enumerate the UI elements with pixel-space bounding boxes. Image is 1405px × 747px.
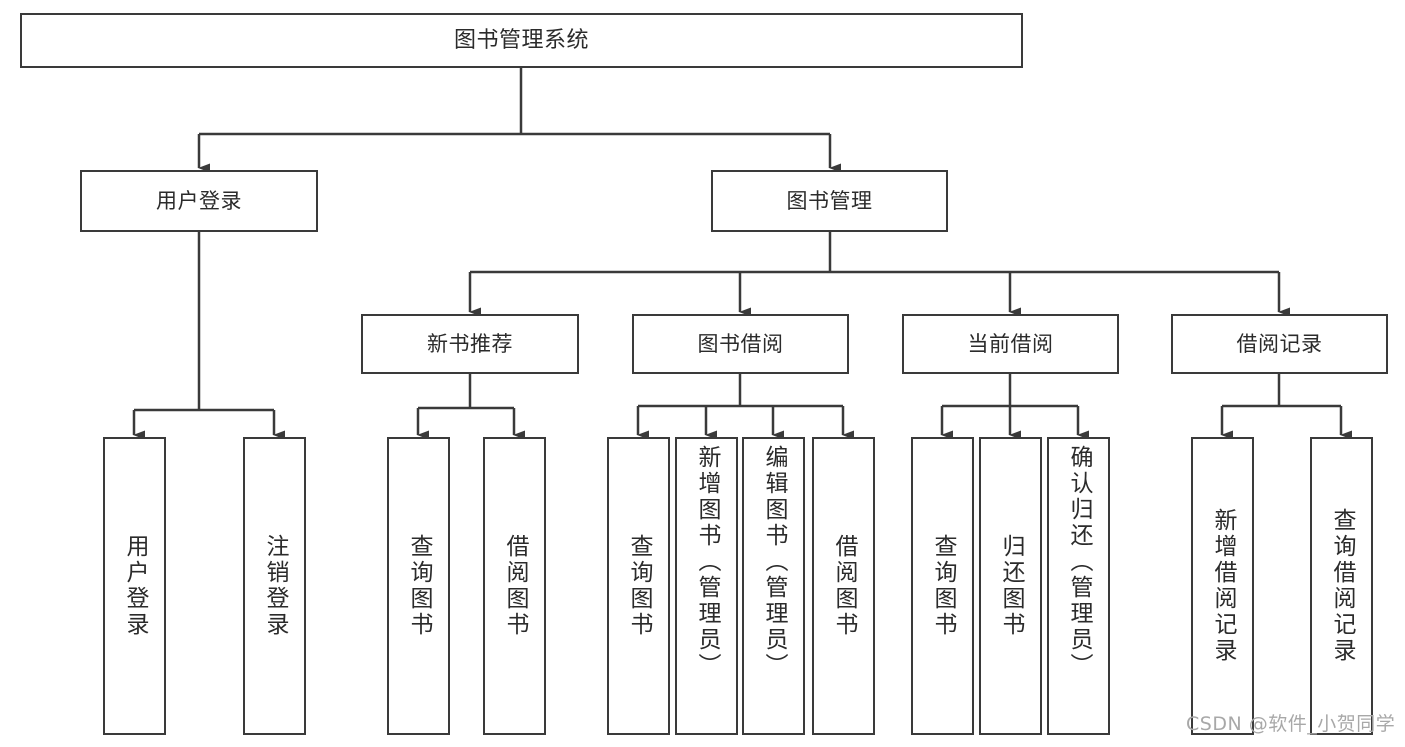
node-root-system[interactable]: 图书管理系统 bbox=[20, 13, 1023, 68]
node-label: 图书借阅 bbox=[697, 331, 784, 356]
node-label: 归还图书 bbox=[998, 534, 1024, 638]
node-label: 注销登录 bbox=[262, 534, 288, 638]
node-label: 图书管理系统 bbox=[453, 27, 589, 53]
node-label: 当前借阅 bbox=[967, 331, 1054, 356]
node-label: 借阅图书 bbox=[831, 534, 857, 638]
node-label: 查询图书 bbox=[406, 534, 432, 638]
leaf-borrow-edit-book-admin[interactable]: 编辑图书（管理员） bbox=[742, 437, 805, 735]
leaf-borrow-borrow-book[interactable]: 借阅图书 bbox=[812, 437, 875, 735]
leaf-borrow-query-book[interactable]: 查询图书 bbox=[607, 437, 670, 735]
node-borrow-record[interactable]: 借阅记录 bbox=[1171, 314, 1388, 374]
node-book-borrow[interactable]: 图书借阅 bbox=[632, 314, 849, 374]
leaf-record-add-record[interactable]: 新增借阅记录 bbox=[1191, 437, 1254, 735]
leaf-current-confirm-return-admin[interactable]: 确认归还（管理员） bbox=[1047, 437, 1110, 735]
node-label: 用户登录 bbox=[156, 188, 242, 213]
node-label: 图书管理 bbox=[786, 188, 873, 213]
node-label: 新书推荐 bbox=[427, 331, 513, 356]
node-label: 查询借阅记录 bbox=[1329, 508, 1355, 664]
node-label: 新增图书（管理员） bbox=[694, 445, 720, 679]
node-label: 借阅记录 bbox=[1236, 331, 1323, 356]
csdn-watermark: CSDN @软件_小贺同学 bbox=[1186, 713, 1396, 735]
leaf-borrow-add-book-admin[interactable]: 新增图书（管理员） bbox=[675, 437, 738, 735]
leaf-recommend-borrow-book[interactable]: 借阅图书 bbox=[483, 437, 546, 735]
leaf-recommend-query-book[interactable]: 查询图书 bbox=[387, 437, 450, 735]
leaf-current-return-book[interactable]: 归还图书 bbox=[979, 437, 1042, 735]
node-label: 查询图书 bbox=[626, 534, 652, 638]
node-label: 编辑图书（管理员） bbox=[761, 445, 787, 679]
node-current-borrow[interactable]: 当前借阅 bbox=[902, 314, 1119, 374]
leaf-record-query-record[interactable]: 查询借阅记录 bbox=[1310, 437, 1373, 735]
node-book-management[interactable]: 图书管理 bbox=[711, 170, 948, 232]
node-label: 用户登录 bbox=[122, 534, 148, 638]
node-label: 确认归还（管理员） bbox=[1066, 445, 1092, 679]
node-user-login[interactable]: 用户登录 bbox=[80, 170, 318, 232]
node-label: 新增借阅记录 bbox=[1210, 508, 1236, 664]
leaf-current-query-book[interactable]: 查询图书 bbox=[911, 437, 974, 735]
leaf-user-login-logout[interactable]: 注销登录 bbox=[243, 437, 306, 735]
node-new-book-recommend[interactable]: 新书推荐 bbox=[361, 314, 579, 374]
leaf-user-login-login[interactable]: 用户登录 bbox=[103, 437, 166, 735]
node-label: 查询图书 bbox=[930, 534, 956, 638]
node-label: 借阅图书 bbox=[502, 534, 528, 638]
